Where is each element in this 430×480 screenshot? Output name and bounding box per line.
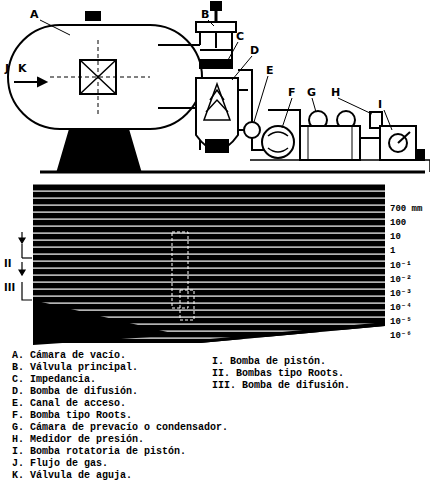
pressure-scale-value: 1 [390, 246, 395, 256]
key-entry: II. Bombas tipo Roots. [212, 368, 344, 379]
pressure-scale-value: 10⁻⁴ [390, 302, 412, 313]
pressure-scale-value: 10⁻² [390, 274, 412, 285]
key-entry: III. Bomba de difusión. [212, 380, 350, 391]
roman-numeral: II [4, 258, 11, 269]
key-entry: A. Cámara de vacío. [12, 350, 126, 361]
pressure-scale-value: 10⁻¹ [390, 260, 412, 271]
pressure-scale-value: 700 mm [390, 204, 422, 214]
callout-letter: E [266, 64, 274, 77]
callout-letter: C [236, 30, 244, 43]
key-entry: J. Flujo de gas. [12, 458, 108, 469]
callout-letter: G [307, 86, 316, 99]
key-entry: G. Cámara de prevacío o condensador. [12, 422, 228, 433]
callout-letter: F [288, 86, 296, 99]
pressure-scale-value: 10⁻⁵ [390, 316, 412, 327]
pressure-scale-value: 10 [390, 232, 401, 242]
key-entry: I. Bomba rotatoria de pistón. [12, 446, 186, 457]
pressure-scale-value: 100 [390, 218, 406, 228]
roman-numeral: III [4, 282, 15, 293]
pressure-scale-value: 10⁻⁶ [390, 330, 412, 341]
callout-letter: D [250, 44, 259, 57]
key-entry: I. Bomba de pistón. [212, 356, 326, 367]
callout-letter: I [378, 98, 382, 111]
pressure-scale-value: 10⁻³ [390, 288, 412, 299]
callout-letter: B [201, 8, 209, 21]
key-entry: E. Canal de acceso. [12, 398, 126, 409]
callout-letter: A [30, 8, 39, 21]
key-entry: K. Válvula de aguja. [12, 470, 132, 480]
callout-letter: H [331, 86, 340, 99]
key-entry: F. Bomba tipo Roots. [12, 410, 132, 421]
callout-letter: K [18, 62, 27, 75]
callout-letter: J [5, 62, 9, 75]
key-entry: H. Medidor de presión. [12, 434, 144, 445]
key-entry: C. Impedancia. [12, 374, 96, 385]
key-entry: B. Válvula principal. [12, 362, 138, 373]
key-entry: D. Bomba de difusión. [12, 386, 138, 397]
